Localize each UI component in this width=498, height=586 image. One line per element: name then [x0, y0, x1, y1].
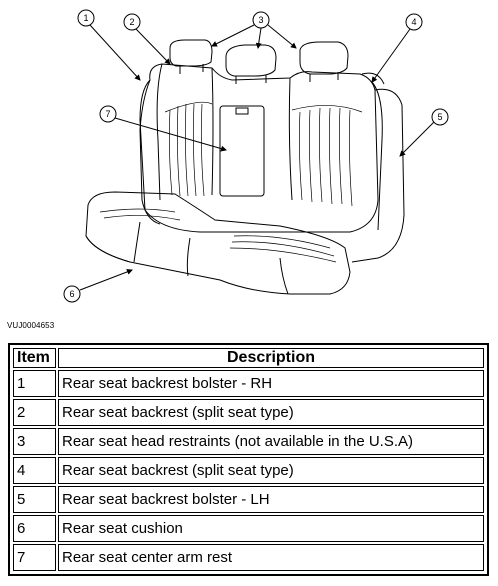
item-number: 3: [13, 428, 56, 455]
description-column-header: Description: [58, 348, 484, 368]
center-armrest: [219, 105, 265, 197]
figure-reference-id: VUJ0004653: [7, 321, 55, 330]
item-number: 1: [13, 370, 56, 397]
leader-lines: [79, 24, 435, 291]
backrest-outline: [139, 63, 379, 233]
callout-4: 4: [411, 17, 416, 27]
callout-1: 1: [83, 13, 88, 23]
item-description: Rear seat center arm rest: [58, 544, 484, 571]
item-number: 4: [13, 457, 56, 484]
item-description: Rear seat head restraints (not available…: [58, 428, 484, 455]
item-description: Rear seat backrest bolster - LH: [58, 486, 484, 513]
item-description: Rear seat backrest (split seat type): [58, 457, 484, 484]
item-description: Rear seat cushion: [58, 515, 484, 542]
head-restraint-center: [225, 44, 277, 84]
callout-3: 3: [258, 15, 263, 25]
table-row: 3 Rear seat head restraints (not availab…: [13, 428, 484, 455]
item-column-header: Item: [13, 348, 56, 368]
table-row: 4 Rear seat backrest (split seat type): [13, 457, 484, 484]
head-restraint-left: [169, 39, 213, 74]
seat-cushion: [85, 191, 351, 295]
item-description: Rear seat backrest bolster - RH: [58, 370, 484, 397]
parts-table: Item Description 1 Rear seat backrest bo…: [11, 346, 486, 573]
bolster-rh: [139, 63, 163, 225]
table-row: 7 Rear seat center arm rest: [13, 544, 484, 571]
seat-illustration: 1 2 3 4 5 7 6: [63, 9, 449, 303]
head-restraint-right: [299, 41, 349, 82]
table-row: 5 Rear seat backrest bolster - LH: [13, 486, 484, 513]
table-header-row: Item Description: [13, 348, 484, 368]
item-number: 2: [13, 399, 56, 426]
rear-seat-drawing: 1 2 3 4 5 7 6: [63, 9, 449, 303]
item-number: 5: [13, 486, 56, 513]
table-row: 1 Rear seat backrest bolster - RH: [13, 370, 484, 397]
table-row: 6 Rear seat cushion: [13, 515, 484, 542]
item-number: 6: [13, 515, 56, 542]
callout-texts: 1 2 3 4 5 7 6: [69, 13, 442, 299]
callout-2: 2: [129, 17, 134, 27]
parts-table-frame: Item Description 1 Rear seat backrest bo…: [8, 343, 489, 576]
callout-6: 6: [69, 289, 74, 299]
bolster-lh: [351, 81, 405, 263]
item-number: 7: [13, 544, 56, 571]
table-row: 2 Rear seat backrest (split seat type): [13, 399, 484, 426]
item-description: Rear seat backrest (split seat type): [58, 399, 484, 426]
callout-7: 7: [105, 109, 110, 119]
callout-5: 5: [437, 112, 442, 122]
